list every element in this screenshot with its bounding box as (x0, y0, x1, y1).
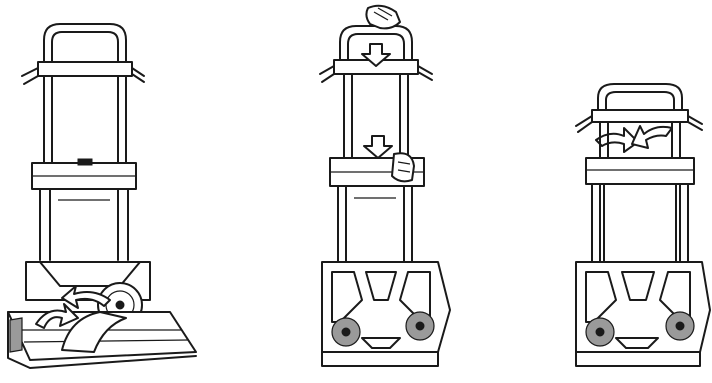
step-2-hand-truck (320, 6, 450, 366)
handle-band (38, 62, 132, 76)
hand-mid-icon (392, 153, 414, 181)
right-peg (688, 116, 702, 130)
right-peg (418, 66, 432, 80)
collapse-arrow-left (596, 128, 638, 152)
collapse-arrow-right (632, 126, 672, 148)
frame-band (586, 158, 694, 184)
right-peg (132, 68, 144, 82)
press-arrow-mid (364, 136, 392, 158)
left-peg (576, 116, 592, 132)
left-peg (320, 66, 334, 82)
fold-arrow-right (62, 286, 110, 308)
handle-band (592, 110, 688, 122)
step-1-hand-truck (8, 24, 196, 368)
left-peg (22, 68, 38, 84)
step-3-hand-truck (576, 84, 710, 366)
